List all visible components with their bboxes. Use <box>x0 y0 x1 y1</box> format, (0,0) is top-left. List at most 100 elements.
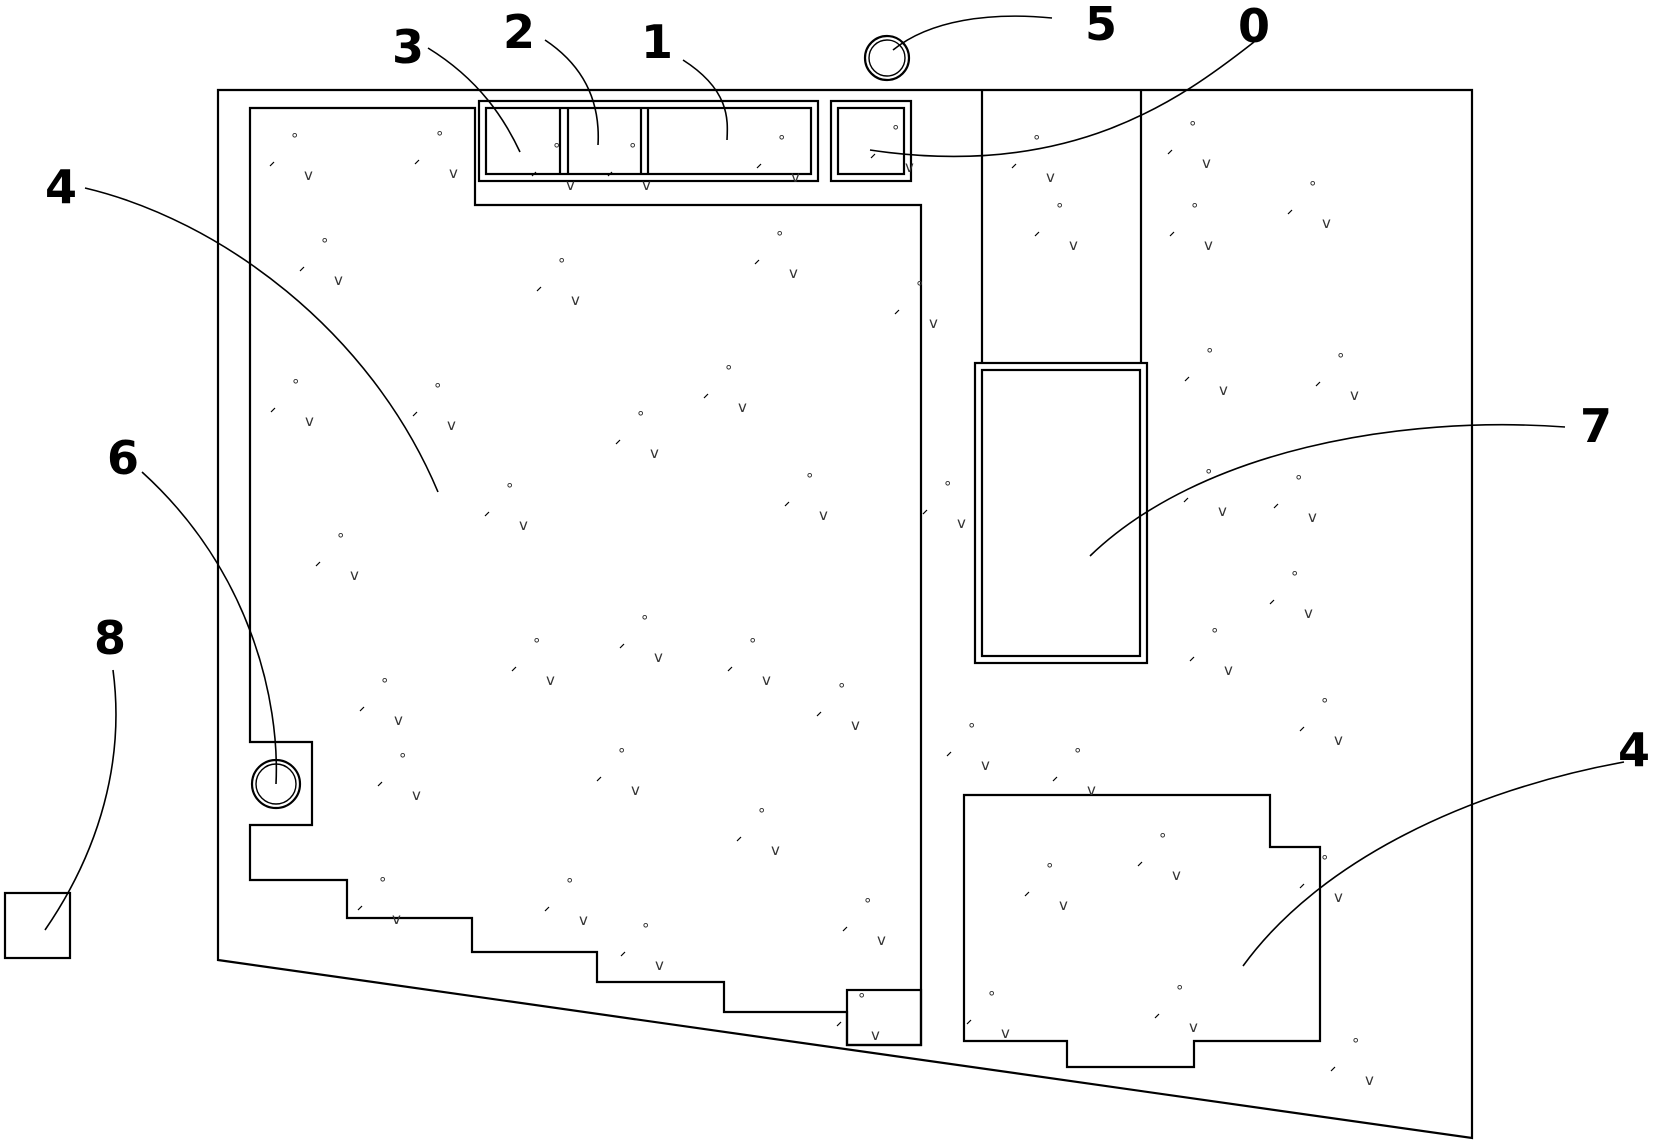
grass-mark <box>703 393 709 399</box>
plant-icon: ∘ <box>775 224 784 242</box>
grass-mark <box>596 776 602 782</box>
grass-mark <box>412 411 418 417</box>
plant-icon: ∘ <box>1205 341 1214 359</box>
grass-mark <box>299 266 305 272</box>
leader-4a <box>84 187 439 493</box>
plant-icon: ∘ <box>967 716 976 734</box>
grass-mark: v <box>392 910 401 928</box>
grass-mark <box>1183 497 1189 503</box>
corner-box <box>845 988 923 1047</box>
grass-mark <box>1269 599 1275 605</box>
grass-mark <box>1273 503 1279 509</box>
grass-mark: v <box>771 841 780 859</box>
grass-mark: v <box>957 514 966 532</box>
leader-3 <box>427 47 521 153</box>
grass-mark <box>531 171 537 177</box>
grass-mark: v <box>412 786 421 804</box>
plant-icon: ∘ <box>1175 978 1184 996</box>
grass-mark: v <box>929 314 938 332</box>
grass-mark: v <box>566 176 575 194</box>
plant-icon: ∘ <box>1320 691 1329 709</box>
grass-mark: v <box>1172 866 1181 884</box>
leader-7 <box>1089 423 1566 557</box>
leader-4b <box>1242 761 1625 967</box>
item-0-box-inner <box>836 106 906 176</box>
plant-icon: ∘ <box>777 128 786 146</box>
grass-mark <box>870 153 876 159</box>
plant-icon: ∘ <box>915 274 924 292</box>
grass-mark: v <box>579 911 588 929</box>
grass-mark <box>1169 231 1175 237</box>
leader-0 <box>869 41 1255 158</box>
grass-mark <box>922 509 928 515</box>
grass-mark <box>1184 376 1190 382</box>
plant-icon: ∘ <box>805 466 814 484</box>
plant-icon: ∘ <box>724 358 733 376</box>
grass-mark <box>1167 149 1173 155</box>
grass-mark: v <box>871 1026 880 1044</box>
plant-icon: ∘ <box>435 124 444 142</box>
grass-mark: v <box>631 781 640 799</box>
building-frame-outer <box>477 99 820 183</box>
grass-mark <box>736 836 742 842</box>
plant-icon: ∘ <box>1294 468 1303 486</box>
grass-mark <box>269 161 275 167</box>
grass-mark: v <box>819 506 828 524</box>
label-6: 6 <box>107 431 139 485</box>
grass-mark: v <box>1308 508 1317 526</box>
grass-mark: v <box>1365 1071 1374 1089</box>
grass-mark <box>966 1019 972 1025</box>
plant-icon: ∘ <box>1290 564 1299 582</box>
leader-6 <box>141 471 278 785</box>
grass-mark <box>1330 1066 1336 1072</box>
label-0: 0 <box>1238 0 1270 53</box>
grass-mark: v <box>655 956 664 974</box>
plant-icon: ∘ <box>1045 856 1054 874</box>
grass-mark: v <box>1059 896 1068 914</box>
plant-icon: ∘ <box>336 526 345 544</box>
grass-mark: v <box>305 412 314 430</box>
grass-mark: v <box>789 264 798 282</box>
plant-icon: ∘ <box>378 870 387 888</box>
grass-mark: v <box>1001 1024 1010 1042</box>
grass-mark: v <box>1204 236 1213 254</box>
plant-icon: ∘ <box>636 404 645 422</box>
label-7: 7 <box>1580 399 1612 453</box>
grass-mark <box>1137 861 1143 867</box>
grass-mark <box>1052 776 1058 782</box>
grass-mark <box>544 906 550 912</box>
plant-icon: ∘ <box>891 118 900 136</box>
plant-icon: ∘ <box>1308 174 1317 192</box>
plant-icon: ∘ <box>398 746 407 764</box>
grass-mark <box>1024 891 1030 897</box>
label-4-left: 4 <box>45 160 77 214</box>
grass-mark <box>1189 656 1195 662</box>
grass-mark: v <box>1202 154 1211 172</box>
plant-icon: ∘ <box>532 631 541 649</box>
grass-mark: v <box>650 444 659 462</box>
grass-mark <box>756 163 762 169</box>
grass-mark <box>727 666 733 672</box>
plant-icon: ∘ <box>552 136 561 154</box>
leader-5 <box>892 15 1053 51</box>
grass-mark: v <box>981 756 990 774</box>
grass-mark <box>1034 231 1040 237</box>
leader-8 <box>44 669 117 931</box>
plant-icon: ∘ <box>291 372 300 390</box>
grass-mark: v <box>350 566 359 584</box>
plant-icon: ∘ <box>1320 848 1329 866</box>
label-8: 8 <box>94 611 126 665</box>
grass-mark <box>1154 1013 1160 1019</box>
grass-mark: v <box>546 671 555 689</box>
plant-icon: ∘ <box>748 631 757 649</box>
grass-mark <box>1299 883 1305 889</box>
grass-mark: v <box>1350 386 1359 404</box>
plant-icon: ∘ <box>505 476 514 494</box>
plant-symbols: ∘ v ∘ v ∘ v ∘ v ∘ v ∘ v ∘ v ∘ v ∘ v ∘ v ∘ v ∘ v ∘ v ∘ v ∘ v ∘ v ∘ v ∘ v ∘ v ∘ v… <box>269 114 1374 1089</box>
plant-icon: ∘ <box>857 986 866 1004</box>
grass-mark: v <box>1069 236 1078 254</box>
grass-mark <box>1287 209 1293 215</box>
lawn-area-left <box>248 106 923 1047</box>
grass-mark <box>536 286 542 292</box>
